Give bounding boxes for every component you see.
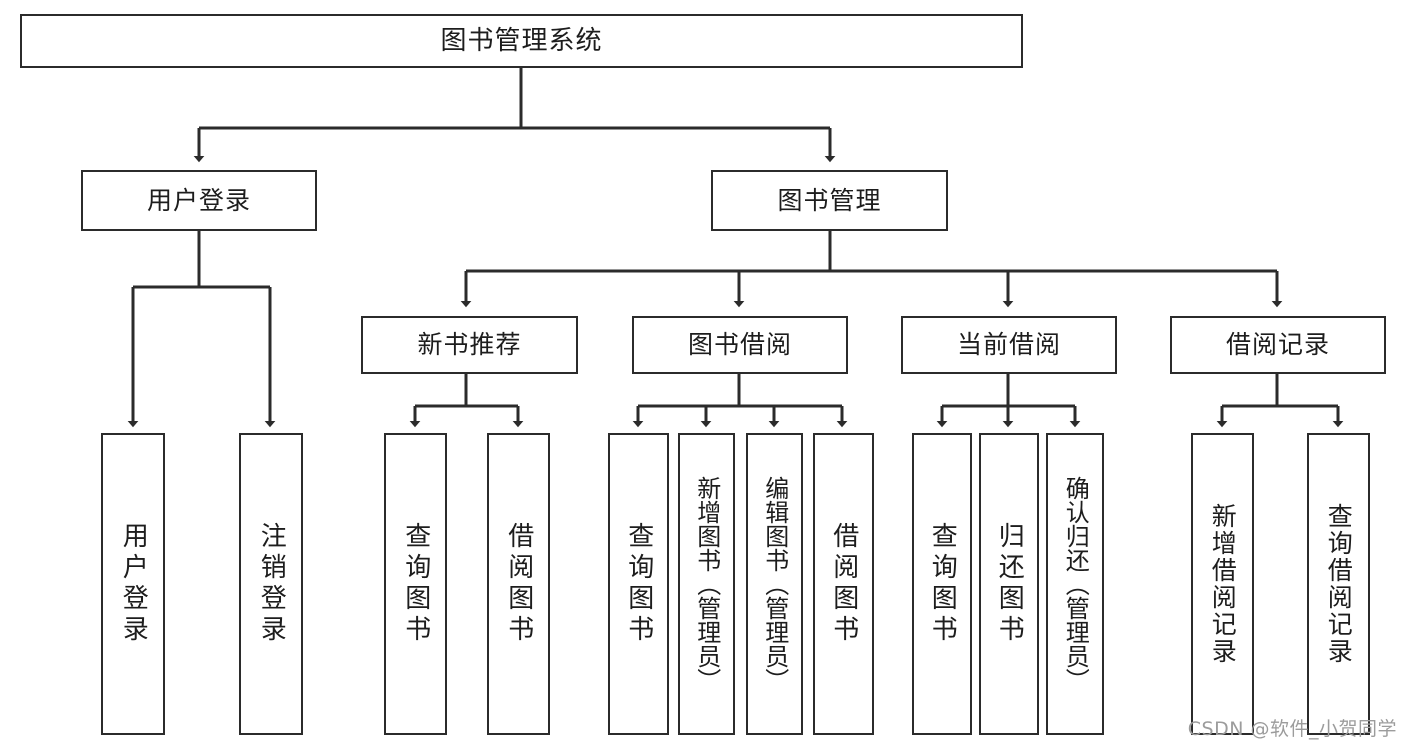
- node-label: 用户登录: [118, 522, 149, 646]
- node-leaf-query-book-3[interactable]: 查询图书: [912, 433, 972, 735]
- node-label: 查询借阅记录: [1324, 503, 1354, 665]
- node-label: 归还图书: [994, 522, 1025, 646]
- node-label: 查询图书: [623, 522, 654, 646]
- node-label: 当前借阅: [956, 330, 1061, 360]
- node-leaf-logout-login[interactable]: 注销登录: [239, 433, 303, 735]
- node-label: 注销登录: [256, 522, 287, 646]
- node-leaf-query-book-2[interactable]: 查询图书: [608, 433, 669, 735]
- csdn-watermark: CSDN @软件_小贺同学: [1187, 718, 1397, 740]
- node-label: 图书借阅: [687, 330, 792, 360]
- node-root-system[interactable]: 图书管理系统: [20, 14, 1023, 68]
- node-label: 查询图书: [927, 522, 958, 646]
- node-book-borrow[interactable]: 图书借阅: [632, 316, 848, 374]
- node-label: 新增借阅记录: [1208, 503, 1238, 665]
- node-user-login[interactable]: 用户登录: [81, 170, 317, 231]
- node-borrow-record[interactable]: 借阅记录: [1170, 316, 1386, 374]
- node-leaf-confirm-return[interactable]: 确认归还（管理员）: [1046, 433, 1104, 735]
- node-leaf-add-book[interactable]: 新增图书（管理员）: [678, 433, 735, 735]
- node-label: 图书管理: [777, 185, 882, 215]
- node-leaf-add-borrow-record[interactable]: 新增借阅记录: [1191, 433, 1254, 735]
- node-label: 编辑图书（管理员）: [760, 476, 789, 692]
- node-current-borrow[interactable]: 当前借阅: [901, 316, 1117, 374]
- node-label: 借阅记录: [1225, 330, 1330, 360]
- node-label: 借阅图书: [503, 522, 534, 646]
- node-label: 新增图书（管理员）: [692, 476, 721, 692]
- node-label: 查询图书: [400, 522, 431, 646]
- node-label: 图书管理系统: [440, 25, 603, 56]
- node-label: 新书推荐: [417, 330, 522, 360]
- node-leaf-borrow-book-2[interactable]: 借阅图书: [813, 433, 874, 735]
- node-leaf-user-login[interactable]: 用户登录: [101, 433, 165, 735]
- node-label: 用户登录: [146, 185, 251, 215]
- node-label: 确认归还（管理员）: [1061, 476, 1090, 692]
- node-book-management[interactable]: 图书管理: [711, 170, 948, 231]
- node-leaf-query-book-1[interactable]: 查询图书: [384, 433, 447, 735]
- node-leaf-query-borrow-record[interactable]: 查询借阅记录: [1307, 433, 1370, 735]
- node-leaf-borrow-book-1[interactable]: 借阅图书: [487, 433, 550, 735]
- node-new-book-recommend[interactable]: 新书推荐: [361, 316, 578, 374]
- node-leaf-edit-book[interactable]: 编辑图书（管理员）: [746, 433, 803, 735]
- node-leaf-return-book[interactable]: 归还图书: [979, 433, 1039, 735]
- node-label: 借阅图书: [828, 522, 859, 646]
